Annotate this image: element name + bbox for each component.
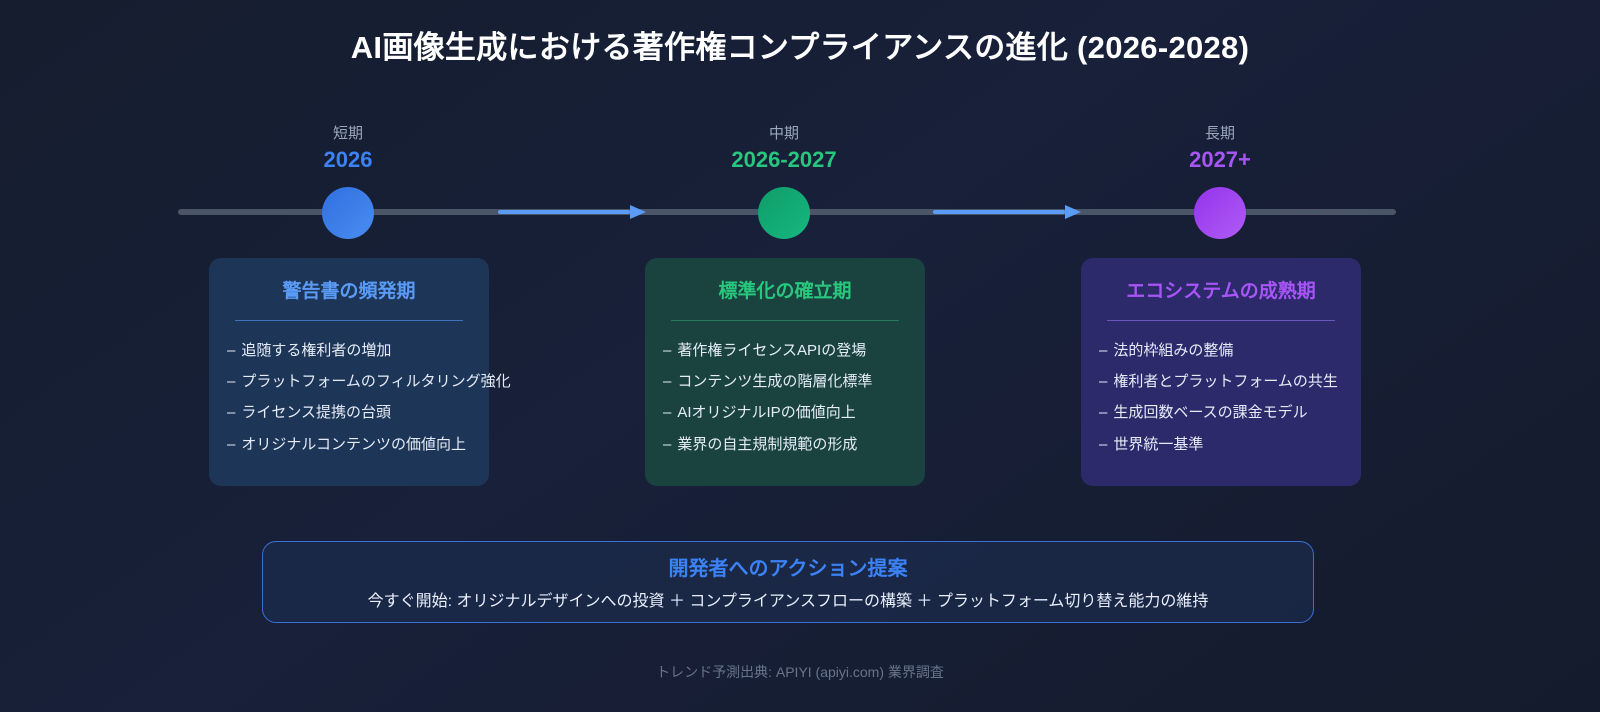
phase-card-mid-term[interactable]: 標準化の確立期 –著作権ライセンスAPIの登場 –コンテンツ生成の階層化標準 –… [645, 258, 925, 486]
bullet-dash-icon: – [227, 435, 236, 453]
bullet-dash-icon: – [663, 435, 672, 453]
phase-card-divider [1107, 319, 1335, 321]
bullet-dash-icon: – [663, 373, 672, 390]
phase-bullet: –追随する権利者の増加 [227, 341, 471, 361]
timeline-node-dot[interactable] [758, 187, 810, 240]
phase-bullet: –プラットフォームのフィルタリング強化 [227, 372, 511, 392]
bullet-dash-icon: – [1099, 435, 1108, 453]
phase-bullet: –業界の自主規制規範の形成 [663, 435, 907, 455]
phase-bullet: –生成回数ベースの課金モデル [1099, 403, 1343, 423]
timeline-node-year: 2027+ [1189, 146, 1251, 172]
bullet-dash-icon: – [1099, 373, 1108, 390]
timeline-node-dot[interactable] [322, 187, 374, 240]
phase-bullet-label: 法的枠組みの整備 [1113, 341, 1234, 359]
phase-card-short-term[interactable]: 警告書の頻発期 –追随する権利者の増加 –プラットフォームのフィルタリング強化 … [209, 258, 511, 486]
action-callout-title: 開発者へのアクション提案 [668, 558, 908, 580]
arrow-shaft [498, 210, 630, 214]
bullet-dash-icon: – [663, 404, 672, 422]
phase-card-title: 警告書の頻発期 [282, 281, 416, 302]
phase-bullet: –著作権ライセンスAPIの登場 [663, 341, 907, 361]
phase-card-divider [671, 319, 899, 321]
arrow-mid-to-long-icon [933, 205, 1081, 219]
phase-bullet: –ライセンス提携の台頭 [227, 403, 471, 423]
timeline-node-term: 中期 [768, 125, 799, 142]
phase-bullet: –世界統一基準 [1099, 435, 1343, 455]
phase-bullet-label: 生成回数ベースの課金モデル [1113, 404, 1308, 422]
phase-card-divider [235, 319, 463, 321]
phase-bullet: –権利者とプラットフォームの共生 [1099, 372, 1343, 392]
phase-bullet-label: 権利者とプラットフォームの共生 [1113, 373, 1338, 390]
phase-card-title: エコシステムの成熟期 [1126, 281, 1316, 302]
bullet-dash-icon: – [227, 404, 236, 422]
phase-bullet: –コンテンツ生成の階層化標準 [663, 372, 907, 392]
phase-bullet: –法的枠組みの整備 [1099, 341, 1343, 361]
arrow-short-to-mid-icon [498, 205, 646, 219]
timeline-node-short[interactable]: 短期 2026 [228, 125, 468, 240]
arrow-head [1065, 205, 1081, 219]
arrow-head [630, 205, 646, 219]
phase-bullet: –オリジナルコンテンツの価値向上 [227, 435, 471, 455]
bullet-dash-icon: – [663, 341, 672, 359]
action-callout-box[interactable]: 開発者へのアクション提案 今すぐ開始: オリジナルデザインへの投資 ＋ コンプラ… [262, 541, 1314, 623]
phase-bullet-label: コンテンツ生成の階層化標準 [677, 373, 873, 390]
phase-bullet-label: AIオリジナルIPの価値向上 [677, 404, 856, 422]
phase-card-long-term[interactable]: エコシステムの成熟期 –法的枠組みの整備 –権利者とプラットフォームの共生 –生… [1081, 258, 1361, 486]
arrow-shaft [933, 210, 1065, 214]
bullet-dash-icon: – [227, 341, 236, 359]
bullet-dash-icon: – [227, 373, 236, 390]
phase-bullet-label: 業界の自主規制規範の形成 [677, 435, 858, 453]
timeline-node-year: 2026 [323, 146, 373, 172]
timeline-node-term: 長期 [1204, 125, 1235, 142]
timeline: 短期 2026 中期 2026-2027 長期 2027+ [0, 125, 1600, 245]
page-title: AI画像生成における著作権コンプライアンスの進化 (2026-2028) [350, 30, 1250, 65]
timeline-node-mid[interactable]: 中期 2026-2027 [664, 125, 904, 240]
phase-bullet-label: 世界統一基準 [1113, 435, 1204, 453]
timeline-node-long[interactable]: 長期 2027+ [1100, 125, 1340, 240]
timeline-node-term: 短期 [332, 125, 363, 142]
phase-bullet-label: 追随する権利者の増加 [241, 341, 392, 359]
phase-bullet: –AIオリジナルIPの価値向上 [663, 403, 907, 423]
action-callout-subtitle: 今すぐ開始: オリジナルデザインへの投資 ＋ コンプライアンスフローの構築 ＋ … [367, 593, 1209, 610]
source-footer: トレンド予測出典: APIYI (apiyi.com) 業界調査 [656, 664, 944, 680]
timeline-node-year: 2026-2027 [731, 146, 837, 172]
phase-bullet-label: 著作権ライセンスAPIの登場 [677, 341, 867, 359]
bullet-dash-icon: – [1099, 404, 1108, 422]
phase-bullet-label: オリジナルコンテンツの価値向上 [241, 435, 467, 453]
bullet-dash-icon: – [1099, 341, 1108, 359]
phase-card-title: 標準化の確立期 [718, 281, 852, 302]
phase-bullet-label: ライセンス提携の台頭 [241, 404, 392, 422]
timeline-node-dot[interactable] [1194, 187, 1246, 240]
phase-bullet-label: プラットフォームのフィルタリング強化 [241, 373, 511, 390]
